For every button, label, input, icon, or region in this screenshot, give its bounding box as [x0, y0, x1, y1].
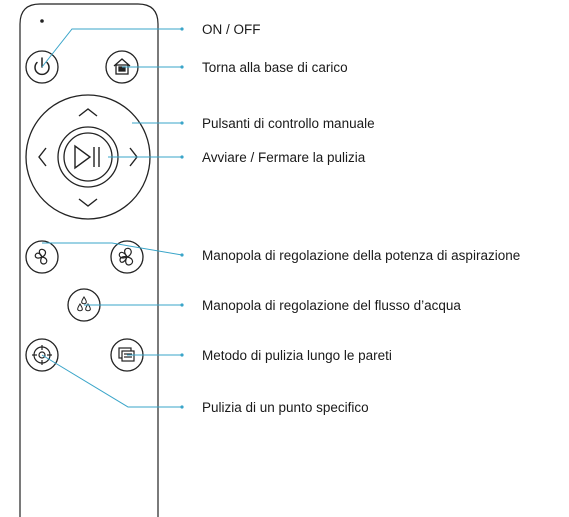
spot-target-icon	[32, 345, 52, 365]
callout-dots	[180, 27, 184, 409]
fan-icon	[34, 248, 48, 265]
callout-line-power	[41, 28, 182, 68]
callout-line-spot	[41, 354, 182, 408]
callout-line-suction	[42, 242, 183, 256]
label-start-stop: Avviare / Fermare la pulizia	[202, 150, 366, 165]
edge-clean-icon	[118, 347, 135, 362]
chevron-left-icon	[38, 147, 47, 167]
label-suction-power: Manopola di regolazione della potenza di…	[202, 248, 520, 263]
dpad-down-button[interactable]	[78, 198, 98, 207]
remote-body	[19, 3, 159, 517]
label-on-off: ON / OFF	[202, 22, 261, 37]
water-drops-icon	[77, 296, 91, 312]
indicator-led	[40, 19, 44, 23]
label-edge-clean: Metodo di pulizia lungo le pareti	[202, 348, 392, 363]
chevron-up-icon	[78, 108, 98, 117]
dpad-left-button[interactable]	[38, 147, 47, 167]
suction-high-button[interactable]	[110, 240, 144, 274]
callout-lines	[41, 28, 183, 408]
label-spot-clean: Pulizia di un punto specifico	[202, 400, 369, 415]
play-pause-icon	[74, 144, 100, 170]
play-pause-button[interactable]	[57, 126, 119, 188]
label-return-to-base: Torna alla base di carico	[202, 60, 348, 75]
chevron-down-icon	[78, 198, 98, 207]
dpad-up-button[interactable]	[78, 108, 98, 117]
label-manual-control: Pulsanti di controllo manuale	[202, 116, 375, 131]
label-water-flow: Manopola di regolazione del flusso d’acq…	[202, 298, 461, 313]
suction-low-button[interactable]	[25, 240, 59, 274]
fan-icon	[118, 247, 134, 266]
power-icon	[34, 57, 50, 76]
